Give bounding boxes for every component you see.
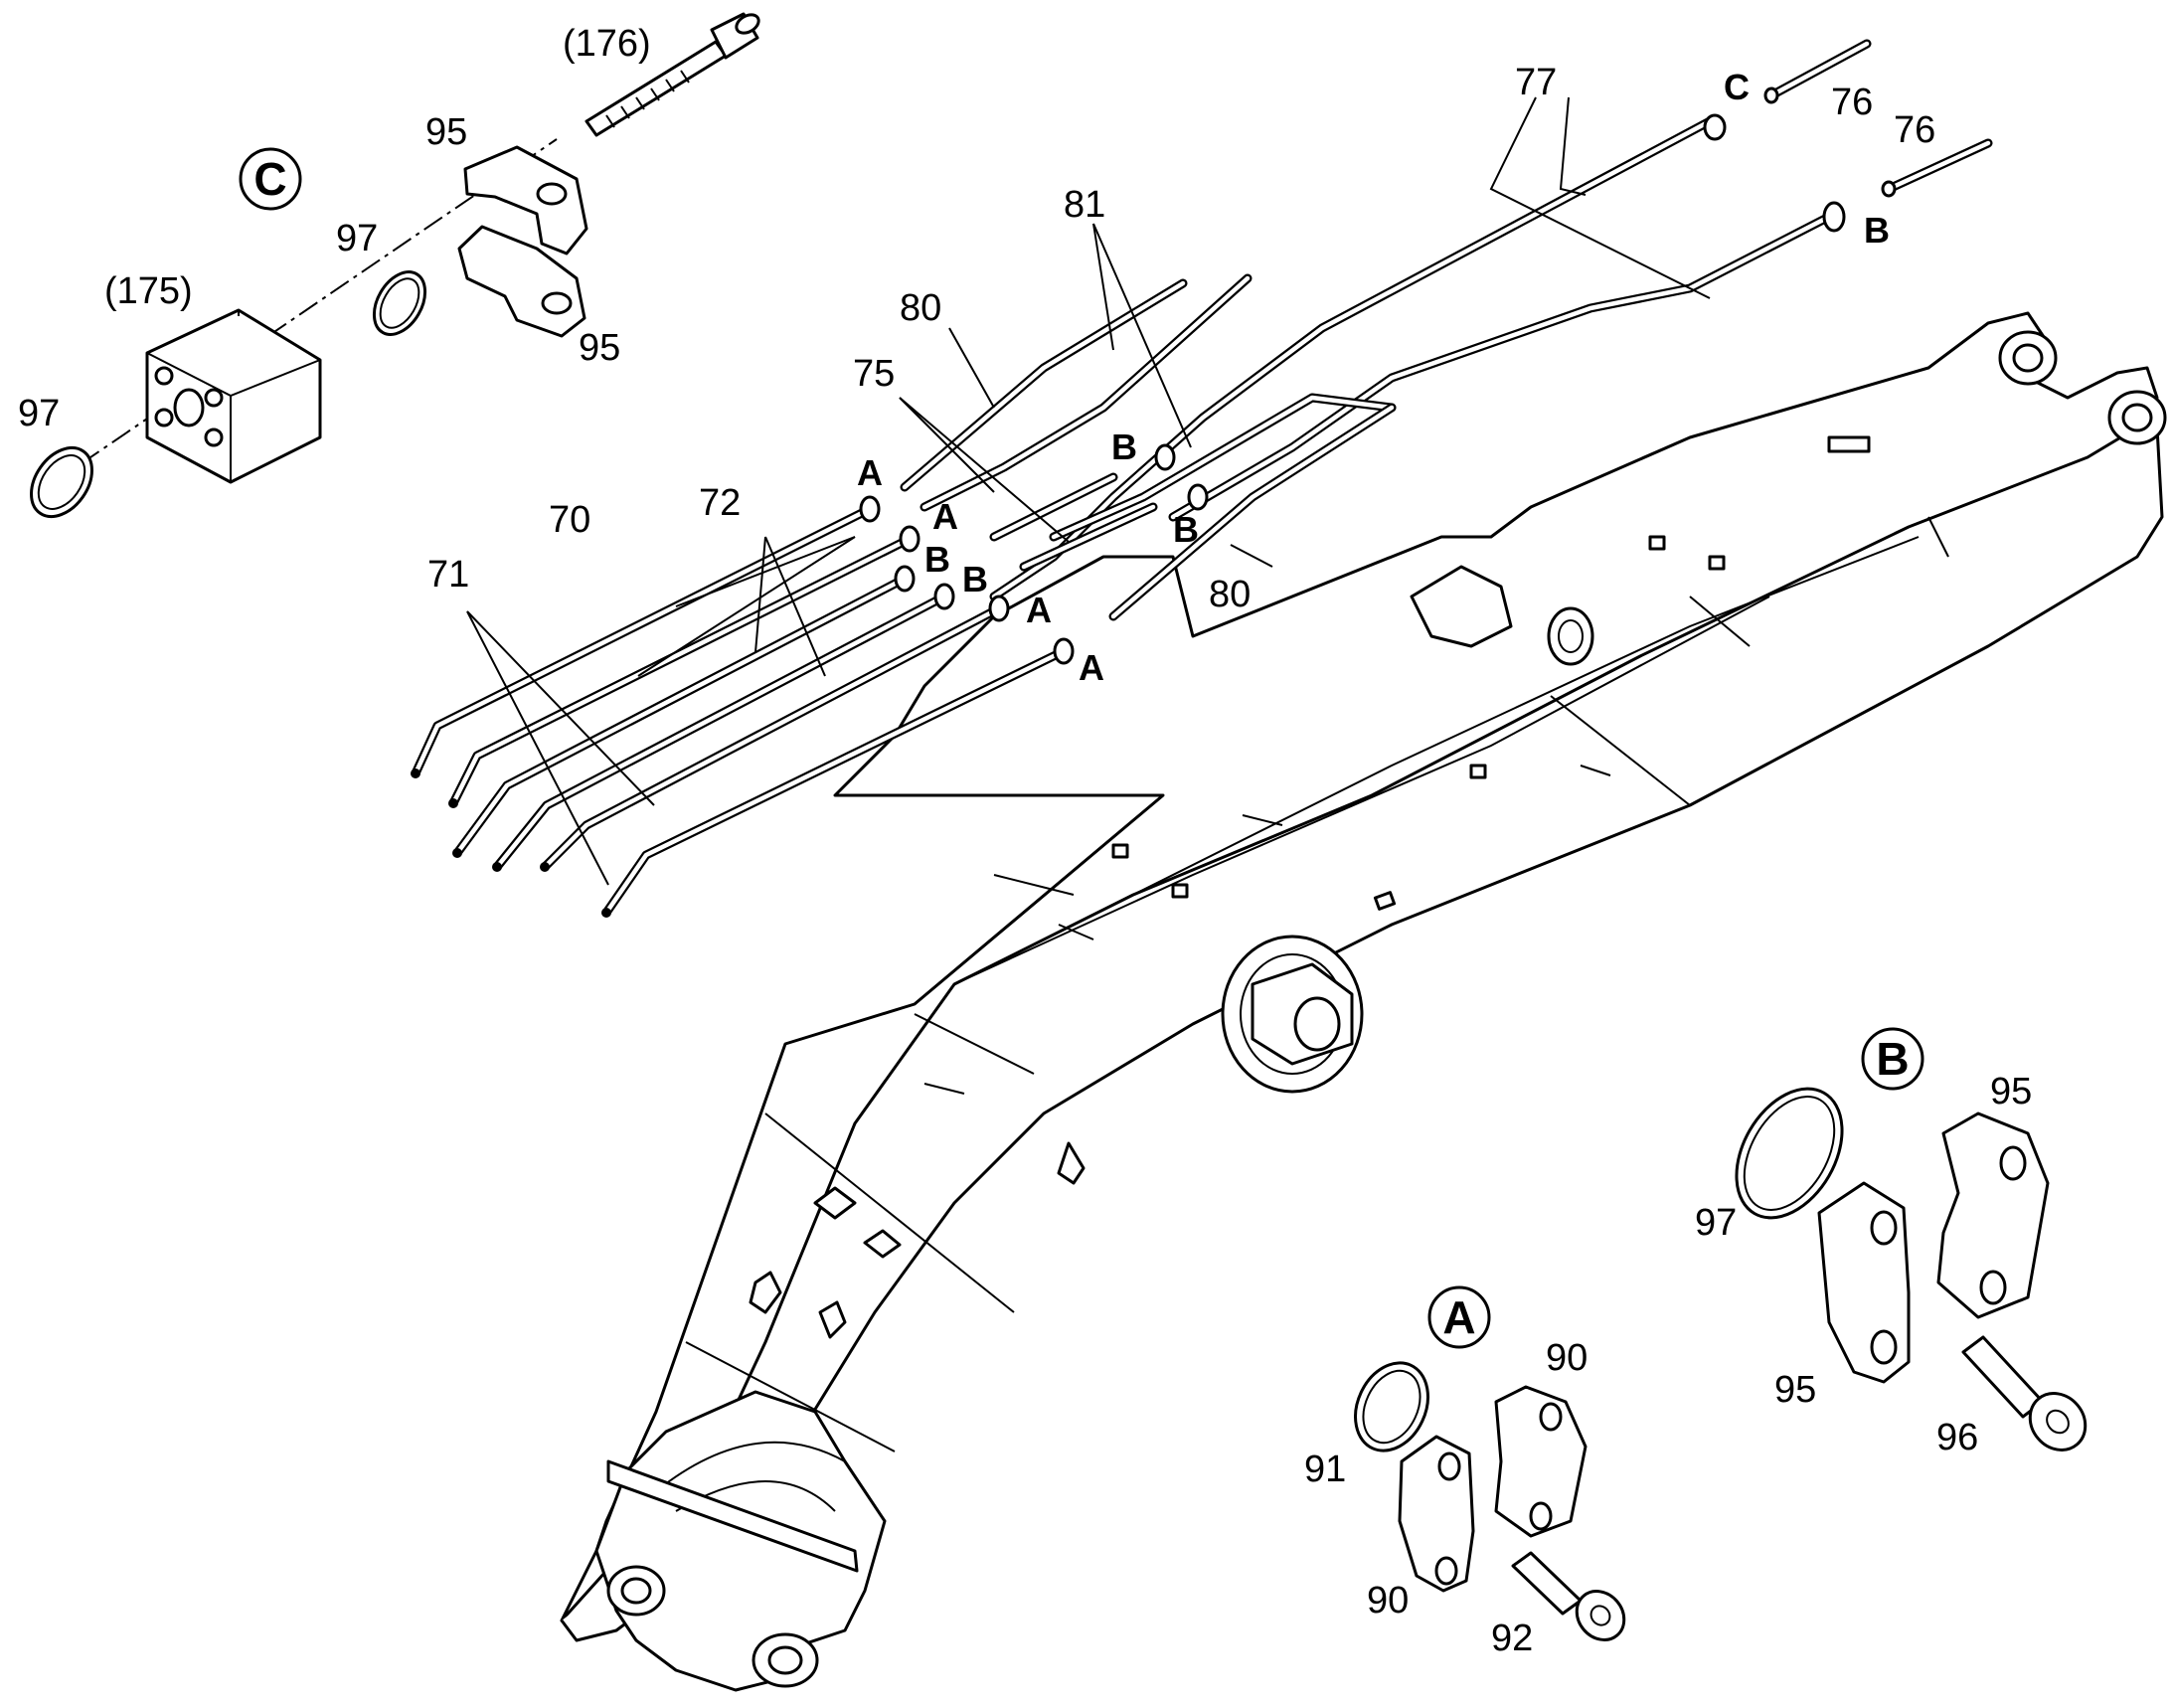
part-label-91: 91: [1304, 1449, 1346, 1490]
bracket-pad-1: [813, 1186, 857, 1220]
boom-structure: [560, 311, 2167, 1692]
part-label-97-b: 97: [1695, 1202, 1737, 1244]
boom-outline: [560, 311, 2159, 1623]
connection-letter-a-4: A: [1079, 647, 1104, 688]
connection-letters: C B B B A A B B A A: [857, 67, 1890, 688]
lift-eye-2: [749, 1271, 782, 1314]
pipe-end-fittings: [411, 86, 1897, 918]
part-label-176: (176): [563, 23, 651, 65]
callout-leader-lines: [466, 96, 1711, 886]
detail-c-centerline: [49, 138, 558, 486]
bracket-pad-2: [863, 1229, 902, 1259]
o-ring-91: [1354, 1361, 1429, 1452]
connection-letter-b-1: B: [924, 539, 950, 580]
split-flange-90-a-back: [1494, 1385, 1588, 1538]
split-flange-95-lower: [457, 225, 586, 338]
part-label-97-c-ring: 97: [336, 218, 378, 259]
part-label-80-top: 80: [900, 287, 941, 329]
detail-a-label: A: [1442, 1291, 1475, 1343]
foot-cross-bar: [606, 1459, 859, 1573]
detail-b-callout-circle: [1861, 1027, 1924, 1091]
part-label-80-right: 80: [1209, 574, 1251, 615]
lift-eye-1: [1057, 1141, 1086, 1185]
part-label-70: 70: [549, 499, 590, 541]
o-ring-97-center: [372, 270, 427, 336]
split-flange-95-upper: [463, 145, 588, 256]
pipe-80-upper: [900, 278, 1188, 492]
part-label-77: 77: [1515, 62, 1557, 103]
detail-c-flange-assembly: C (176) (175) 95 95 97 97: [18, 12, 760, 519]
detail-b-label: B: [1876, 1033, 1909, 1085]
part-label-90-a-top: 90: [1546, 1337, 1588, 1379]
detail-c-callout-circle: [239, 147, 302, 211]
split-flange-90-a-front: [1398, 1435, 1475, 1593]
part-label-76-b: 76: [1894, 109, 1935, 151]
part-label-71: 71: [427, 554, 469, 596]
o-ring-97-b: [1735, 1087, 1844, 1220]
pipe-72-a: [452, 574, 910, 858]
part-label-92: 92: [1491, 1618, 1533, 1659]
connection-letter-a-1: A: [857, 452, 883, 493]
bolt-92: [1511, 1551, 1626, 1641]
detail-a-flange-assembly: A 90 90 91 92: [1304, 1285, 1626, 1659]
connection-letter-b-top-right: B: [1864, 210, 1890, 251]
part-label-90-a-bottom: 90: [1367, 1580, 1409, 1622]
part-label-97-c-left: 97: [18, 393, 60, 434]
split-flange-95-b-front: [1817, 1181, 1911, 1384]
boom-mid-bracket: [1410, 565, 1594, 666]
bolt-176: [585, 12, 760, 137]
hydraulic-pipes: [411, 39, 1993, 918]
split-flange-95-b-back: [1936, 1111, 2050, 1319]
detail-a-callout-circle: [1427, 1285, 1491, 1349]
detail-b-flange-assembly: B 95 95 97 96: [1695, 1027, 2088, 1458]
lift-eye-3: [818, 1300, 847, 1339]
connection-letter-b-mid: B: [1111, 427, 1137, 467]
part-label-95-b-top: 95: [1990, 1071, 2032, 1112]
pipe-81-a: [919, 273, 1253, 512]
part-label-72: 72: [699, 482, 741, 524]
connection-letter-c-top: C: [1724, 67, 1750, 107]
part-label-76-a: 76: [1831, 82, 1873, 123]
part-label-75: 75: [853, 353, 895, 395]
o-ring-97-left: [30, 445, 93, 519]
adapter-block-175: [145, 308, 322, 484]
part-label-95-c-top: 95: [425, 111, 467, 153]
part-label-95-b-bottom: 95: [1774, 1369, 1816, 1411]
part-label-95-c-bottom: 95: [579, 327, 620, 369]
part-label-175: (175): [104, 270, 193, 312]
connection-letter-b-2: B: [962, 559, 988, 599]
part-label-81: 81: [1064, 184, 1105, 226]
detail-c-label: C: [253, 153, 286, 205]
boom-head-bosses: [1998, 330, 2167, 445]
connection-letter-a-2: A: [932, 496, 958, 537]
cylinder-mount-boss: [1221, 935, 1364, 1094]
part-label-96: 96: [1936, 1417, 1978, 1458]
connection-letter-b-right: B: [1173, 509, 1199, 550]
pipe-part-labels: 77 76 76 81 80 80 75 70 72 71: [427, 62, 1935, 615]
boom-foot: [594, 1390, 887, 1692]
connection-letter-a-3: A: [1026, 590, 1052, 630]
bolt-96: [1961, 1335, 2088, 1452]
